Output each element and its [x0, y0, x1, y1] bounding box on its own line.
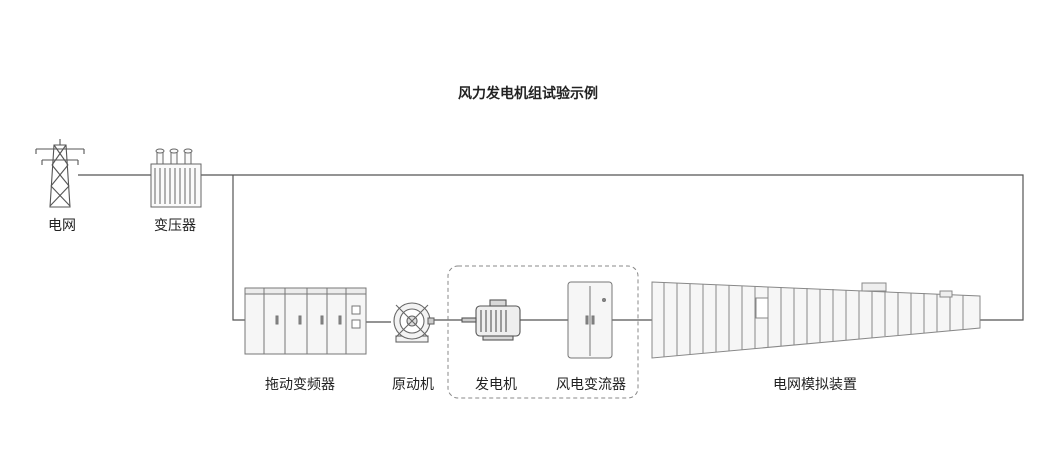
power-pylon-icon [35, 139, 85, 208]
prime-mover-label: 原动机 [392, 377, 434, 393]
main-bus-line [78, 174, 1024, 321]
generator-icon [461, 299, 521, 341]
transformer-icon [150, 148, 202, 208]
unit-under-test-box [447, 265, 639, 399]
grid-simulator-cabinets-icon [651, 281, 981, 359]
prime-mover-icon [393, 302, 435, 343]
wind-converter-cabinet-icon [567, 281, 613, 359]
transformer-label: 变压器 [154, 218, 196, 234]
drive-inverter-cabinets-icon [244, 287, 367, 355]
generator-label: 发电机 [475, 377, 517, 393]
grid-label: 电网 [48, 218, 76, 234]
connection-lines [78, 174, 1024, 323]
grid-simulator-label: 电网模拟装置 [773, 377, 857, 393]
diagram-title: 风力发电机组试验示例 [458, 86, 598, 102]
drive-feed-line [232, 175, 245, 321]
wind-converter-label: 风电变流器 [556, 377, 626, 393]
drive-inverter-label: 拖动变频器 [265, 377, 335, 393]
